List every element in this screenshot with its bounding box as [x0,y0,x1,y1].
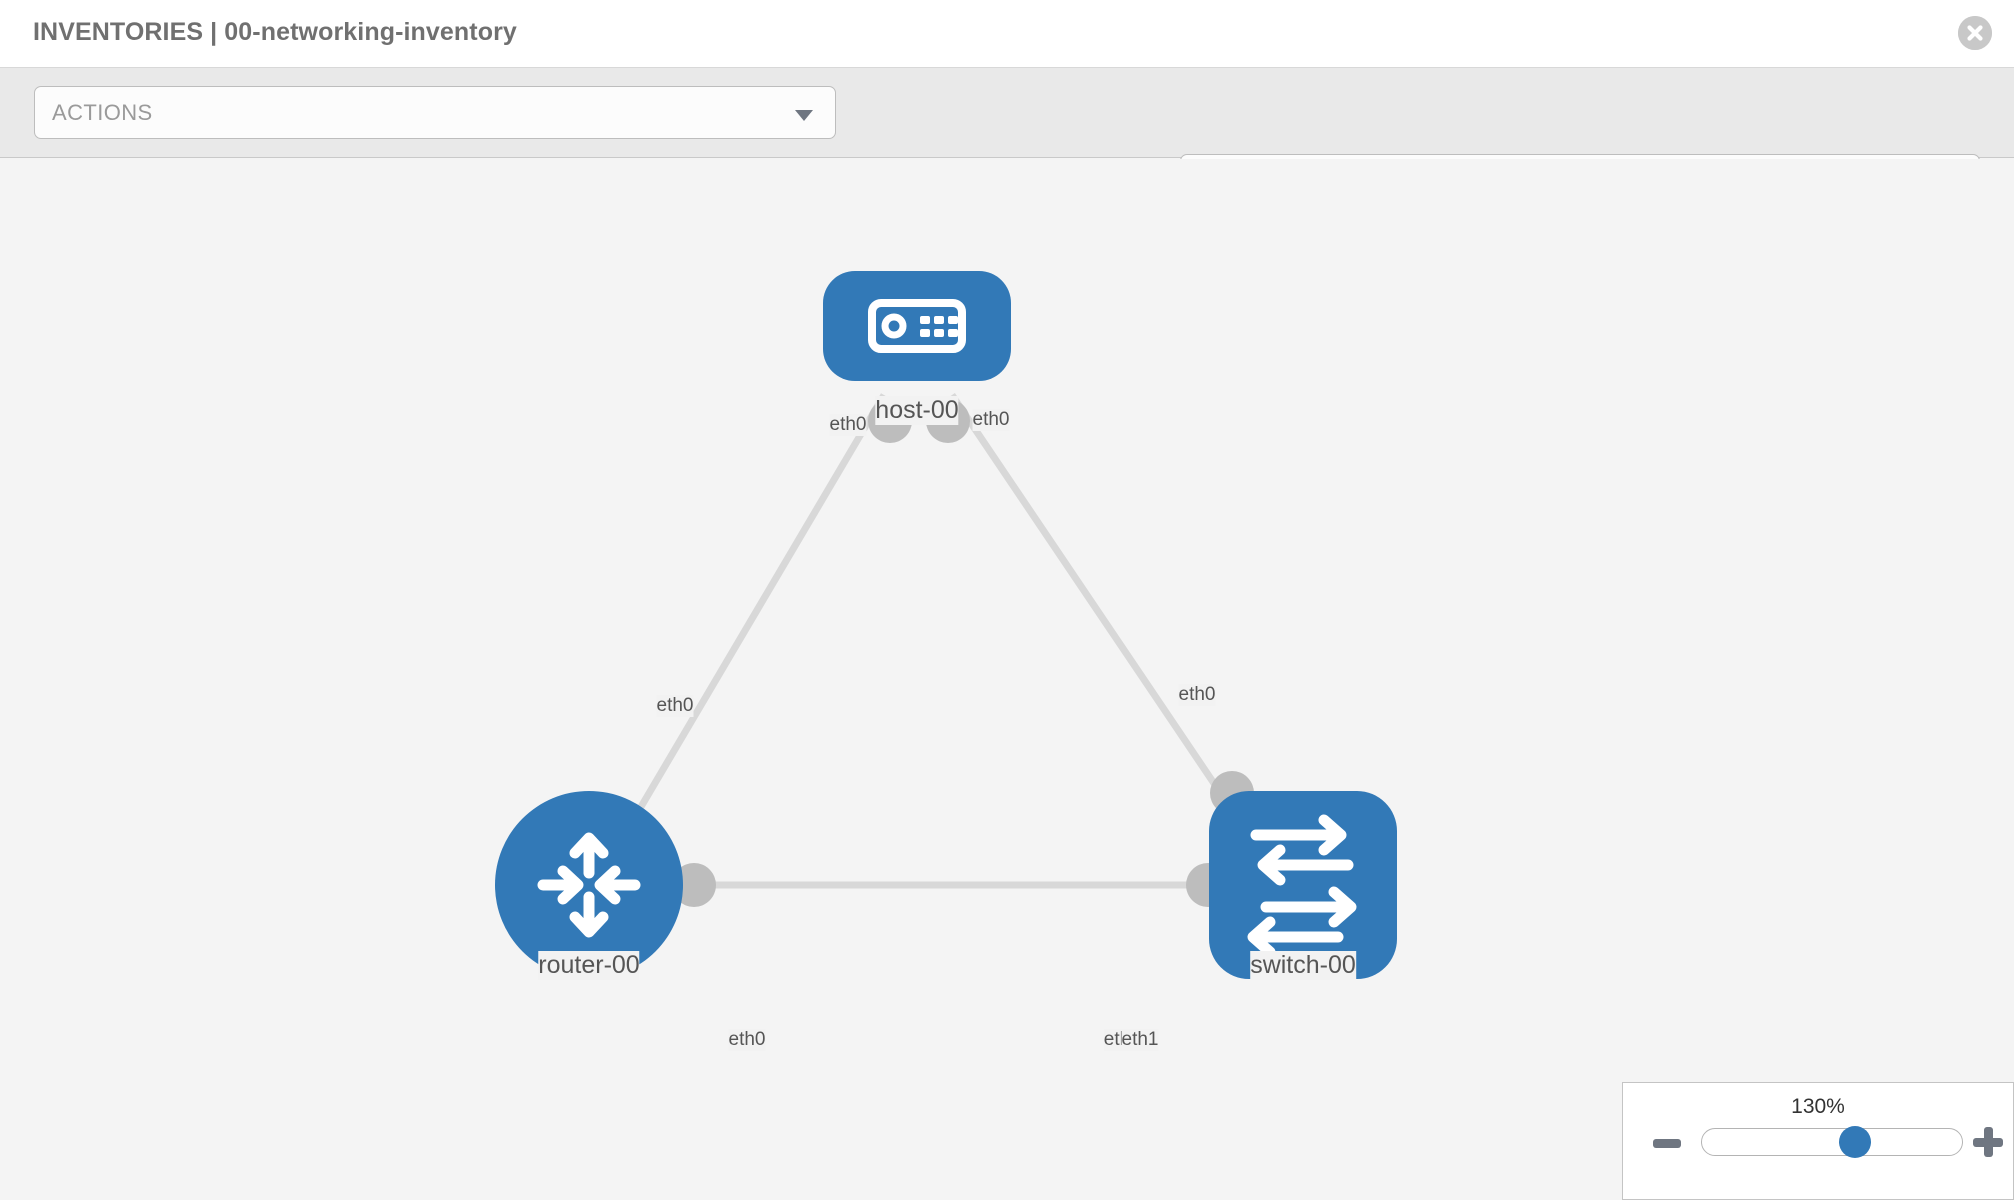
node-label-router-00: router-00 [538,951,640,980]
port-label-router-00-up: eth0 [656,695,694,717]
zoom-slider-thumb[interactable] [1839,1126,1871,1158]
node-switch-00 [1209,791,1397,979]
actions-dropdown[interactable]: ACTIONS [34,86,836,139]
page-header: INVENTORIES | 00-networking-inventory [0,0,2014,68]
node-router-00 [495,791,683,979]
link-host00-router00 [618,393,888,841]
zoom-out-button[interactable] [1653,1139,1681,1148]
node-router-00-shape [495,791,683,979]
port-label-switch-00-left-b: eth1 [1121,1029,1159,1051]
node-host-00-shape [823,271,1011,381]
chevron-down-icon [795,110,813,121]
node-label-switch-00: switch-00 [1250,951,1356,980]
port-label-host-00-right: eth0 [972,409,1010,431]
node-host-00 [823,271,1011,381]
port-label-router-00-right: eth0 [728,1029,766,1051]
topology-links [618,393,1241,889]
topology-graph [495,271,1397,979]
zoom-slider-track[interactable] [1701,1128,1963,1156]
port-nub-router00-right [672,863,716,907]
node-label-host-00: host-00 [875,396,959,425]
actions-dropdown-label: ACTIONS [52,100,153,125]
router-arrows-icon [537,832,641,938]
link-host00-switch00 [949,393,1241,821]
zoom-in-button[interactable] [1973,1127,2003,1157]
toolbar: ACTIONS SEARCH [0,68,2014,207]
server-icon [868,299,966,353]
page-title: INVENTORIES | 00-networking-inventory [33,18,517,46]
zoom-control-panel: 130% [1622,1082,2014,1200]
port-label-switch-00-up: eth0 [1178,684,1216,706]
zoom-level-value: 130% [1791,1095,1845,1118]
topology-canvas[interactable]: host-00 eth0 eth0 router-00 eth0 eth0 sw… [0,159,2014,1200]
port-label-host-00-left: eth0 [829,414,867,436]
close-icon[interactable] [1958,16,1992,50]
switch-arrows-icon [1247,814,1357,958]
topology-port-nubs [672,399,1254,907]
